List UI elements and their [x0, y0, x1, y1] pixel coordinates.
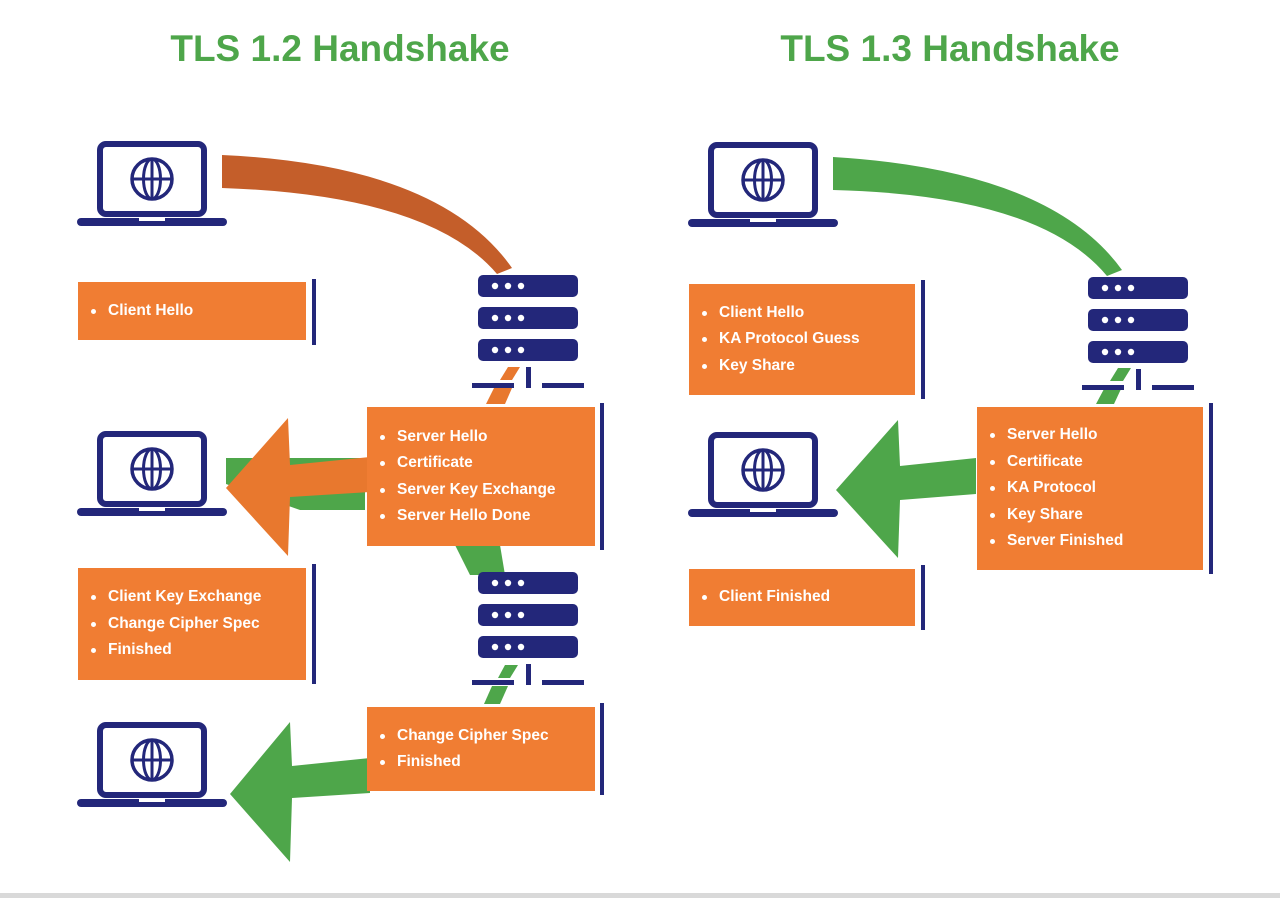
bottom-divider [0, 893, 1280, 898]
message-item: Key Share [702, 353, 860, 380]
server-rack-icon [472, 275, 584, 388]
box-accent-bar [600, 403, 604, 550]
server-finish-arrow [230, 722, 370, 862]
message-item: Client Hello [702, 300, 860, 327]
message-item: Change Cipher Spec [380, 723, 549, 750]
message-item: Server Hello [989, 422, 1123, 449]
client-hello-arc [222, 155, 512, 274]
message-list: Client Hello [78, 298, 193, 325]
server-response-arrow-13 [836, 420, 976, 558]
box-accent-bar [600, 703, 604, 795]
message-list: Server Hello Certificate Server Key Exch… [367, 424, 556, 530]
box-accent-bar [921, 280, 925, 399]
laptop-globe-icon [77, 434, 227, 516]
tls12-client-hello-box: Client Hello [78, 282, 306, 340]
message-item: Client Finished [701, 584, 830, 611]
message-item: KA Protocol [989, 475, 1123, 502]
server-rack-icon [1082, 277, 1194, 390]
message-list: Client Hello KA Protocol Guess Key Share [689, 300, 860, 380]
message-item: Change Cipher Spec [90, 611, 261, 638]
message-item: Finished [90, 637, 261, 664]
laptop-globe-icon [688, 145, 838, 227]
connector-sliver [1096, 389, 1121, 404]
message-list: Change Cipher Spec Finished [367, 723, 549, 776]
message-list: Client Key Exchange Change Cipher Spec F… [78, 584, 261, 664]
tls13-server-response-box: Server Hello Certificate KA Protocol Key… [977, 407, 1203, 570]
message-item: Client Key Exchange [90, 584, 261, 611]
connector-sliver [484, 686, 508, 704]
laptop-globe-icon [688, 435, 838, 517]
connector-sliver [498, 665, 518, 678]
message-item: Server Key Exchange [380, 477, 556, 504]
message-item: Server Hello [380, 424, 556, 451]
tls12-client-finish-box: Client Key Exchange Change Cipher Spec F… [78, 568, 306, 680]
connector-sliver [1110, 368, 1131, 381]
message-item: Key Share [989, 502, 1123, 529]
tls13-client-hello-box: Client Hello KA Protocol Guess Key Share [689, 284, 915, 395]
server-response-arrow [226, 418, 370, 556]
connector-sliver [500, 367, 520, 380]
message-item: Client Hello [90, 298, 193, 325]
server-rack-icon [472, 572, 584, 685]
client-hello-arc-13 [833, 157, 1122, 276]
box-accent-bar [921, 565, 925, 630]
box-accent-bar [1209, 403, 1213, 574]
message-item: Server Hello Done [380, 503, 556, 530]
box-accent-bar [312, 564, 316, 684]
tls12-server-response-box: Server Hello Certificate Server Key Exch… [367, 407, 595, 546]
message-item: Finished [380, 749, 549, 776]
tls13-title: TLS 1.3 Handshake [780, 28, 1120, 69]
box-accent-bar [312, 279, 316, 345]
laptop-globe-icon [77, 725, 227, 807]
laptop-globe-icon [77, 144, 227, 226]
message-item: Certificate [380, 450, 556, 477]
tls13-client-finish-box: Client Finished [689, 569, 915, 626]
message-item: Certificate [989, 449, 1123, 476]
connector-sliver [486, 388, 512, 404]
tls12-server-finish-box: Change Cipher Spec Finished [367, 707, 595, 791]
message-list: Server Hello Certificate KA Protocol Key… [977, 422, 1123, 555]
green-band-lower [455, 545, 505, 575]
message-item: Server Finished [989, 528, 1123, 555]
tls12-title: TLS 1.2 Handshake [170, 28, 510, 69]
message-list: Client Finished [689, 584, 830, 611]
message-item: KA Protocol Guess [702, 326, 860, 353]
